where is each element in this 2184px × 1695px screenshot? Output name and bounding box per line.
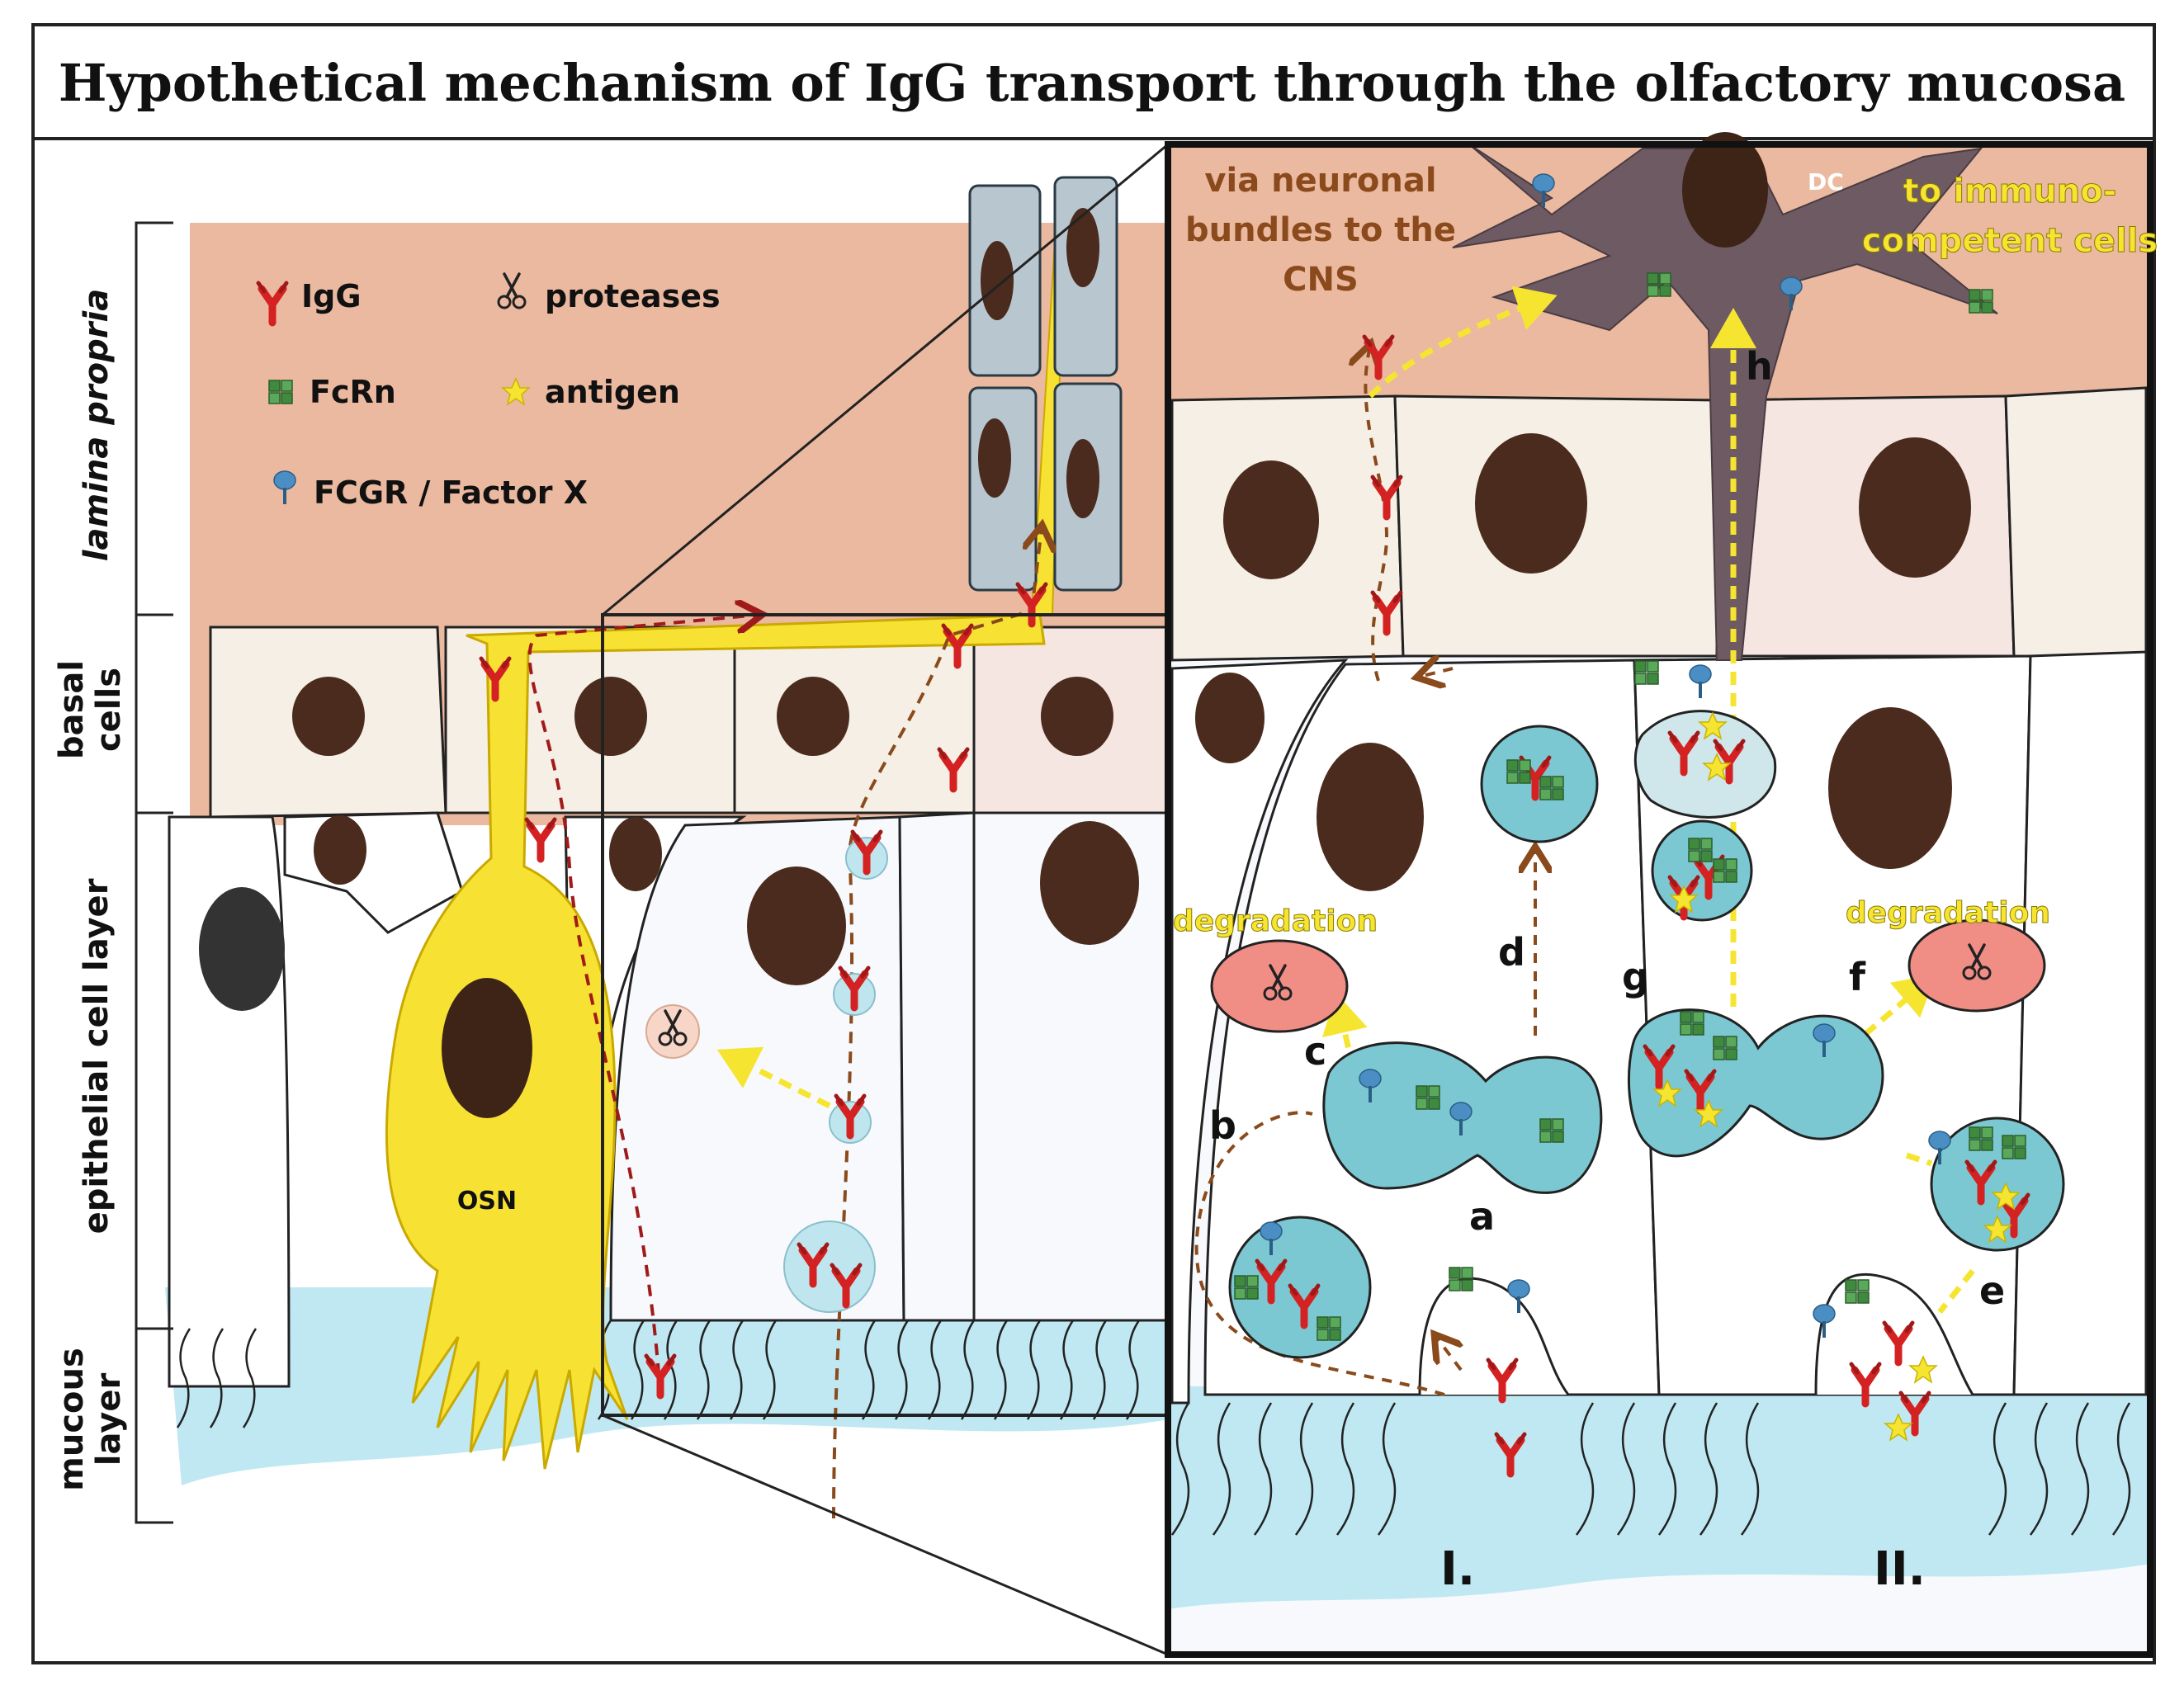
immune-route-arrow	[1368, 286, 1558, 399]
route-f-arrow	[1846, 974, 1936, 1051]
basal-nucleus	[292, 677, 365, 756]
pathway-c: c	[1304, 1029, 1326, 1074]
immuno-route-label: to immuno- competent cells	[1861, 172, 2158, 261]
dc-label: DC	[1808, 168, 1844, 196]
route-e-arrow-b	[1937, 1268, 1975, 1315]
cns-label-line3: CNS	[1283, 261, 1359, 299]
layer-label-basal: basal	[53, 660, 91, 759]
mucous-layer-region	[165, 1287, 1168, 1485]
igg-path-epithelium	[832, 528, 1042, 1519]
layer-label-mucous: mucous	[53, 1348, 91, 1491]
dendritic-cell: DC	[1452, 132, 1998, 661]
cns-route-path	[1365, 347, 1389, 682]
layer-label-lamina-propria: lamina propria	[78, 289, 116, 561]
route-c-arrow	[1322, 993, 1368, 1090]
pathway-d: d	[1498, 930, 1525, 975]
route-e-arrow-a	[1905, 1152, 1933, 1167]
basal-nucleus	[1041, 677, 1113, 756]
pathway-f: f	[1849, 955, 1866, 999]
route-b-path	[1194, 1111, 1445, 1396]
route-a-path	[1436, 1337, 1461, 1372]
figure-title: Hypothetical mechanism of IgG transport …	[59, 53, 2125, 113]
igg-path-osn	[527, 615, 759, 1395]
pathway-g: g	[1622, 955, 1649, 999]
immuno-label-line2: competent cells	[1862, 222, 2158, 260]
legend-igg-label: IgG	[301, 278, 362, 314]
pathway-e: e	[1979, 1268, 2005, 1313]
pathway-h: h	[1746, 344, 1773, 389]
basal-nucleus	[777, 677, 849, 756]
pathway-letters: a b c d e f g h	[1209, 344, 2005, 1313]
legend-antigen-label: antigen	[545, 374, 680, 410]
layer-label-cells: cells	[90, 668, 128, 752]
epithelial-nucleus-dark	[199, 887, 285, 1011]
route-I: I.	[1440, 1542, 1475, 1596]
layer-brackets	[135, 221, 173, 1524]
basal-nucleus	[574, 677, 647, 756]
cilia	[176, 1320, 1141, 1428]
cns-label-line1: via neuronal	[1204, 162, 1436, 200]
layer-label-epithelial: epithelial cell layer	[78, 878, 116, 1234]
layer-label-layer: layer	[90, 1373, 128, 1466]
degradation-compartments	[1210, 918, 2046, 1033]
pathway-b: b	[1209, 1103, 1236, 1148]
legend-proteases-label: proteases	[545, 278, 721, 314]
degradation-label-right: degradation	[1846, 896, 2050, 930]
pathway-a: a	[1469, 1194, 1495, 1239]
route-numerals: I. II.	[1440, 1542, 1926, 1596]
zoom-panel-border	[1165, 141, 2153, 1658]
legend: IgG proteases FcRn antigen FCGR / Factor…	[258, 272, 721, 511]
immuno-label-line1: to immuno-	[1903, 172, 2117, 210]
zoom-line-top	[602, 143, 1169, 616]
left-lysosome	[645, 1004, 700, 1059]
route-d-exit	[1420, 668, 1454, 677]
zoom-line-bottom	[602, 1414, 1169, 1656]
degradation-label-left: degradation	[1173, 904, 1378, 938]
cilia-zoom	[1170, 1402, 2131, 1536]
basal-cell-row	[209, 626, 1170, 819]
osn-label: OSN	[457, 1187, 517, 1216]
cns-route-label: via neuronal bundles to the CNS	[1185, 162, 1456, 299]
cns-label-line2: bundles to the	[1185, 211, 1456, 249]
route-II: II.	[1874, 1542, 1926, 1596]
legend-fcrn-label: FcRn	[310, 374, 396, 410]
legend-fcgr-label: FCGR / Factor X	[314, 475, 588, 511]
